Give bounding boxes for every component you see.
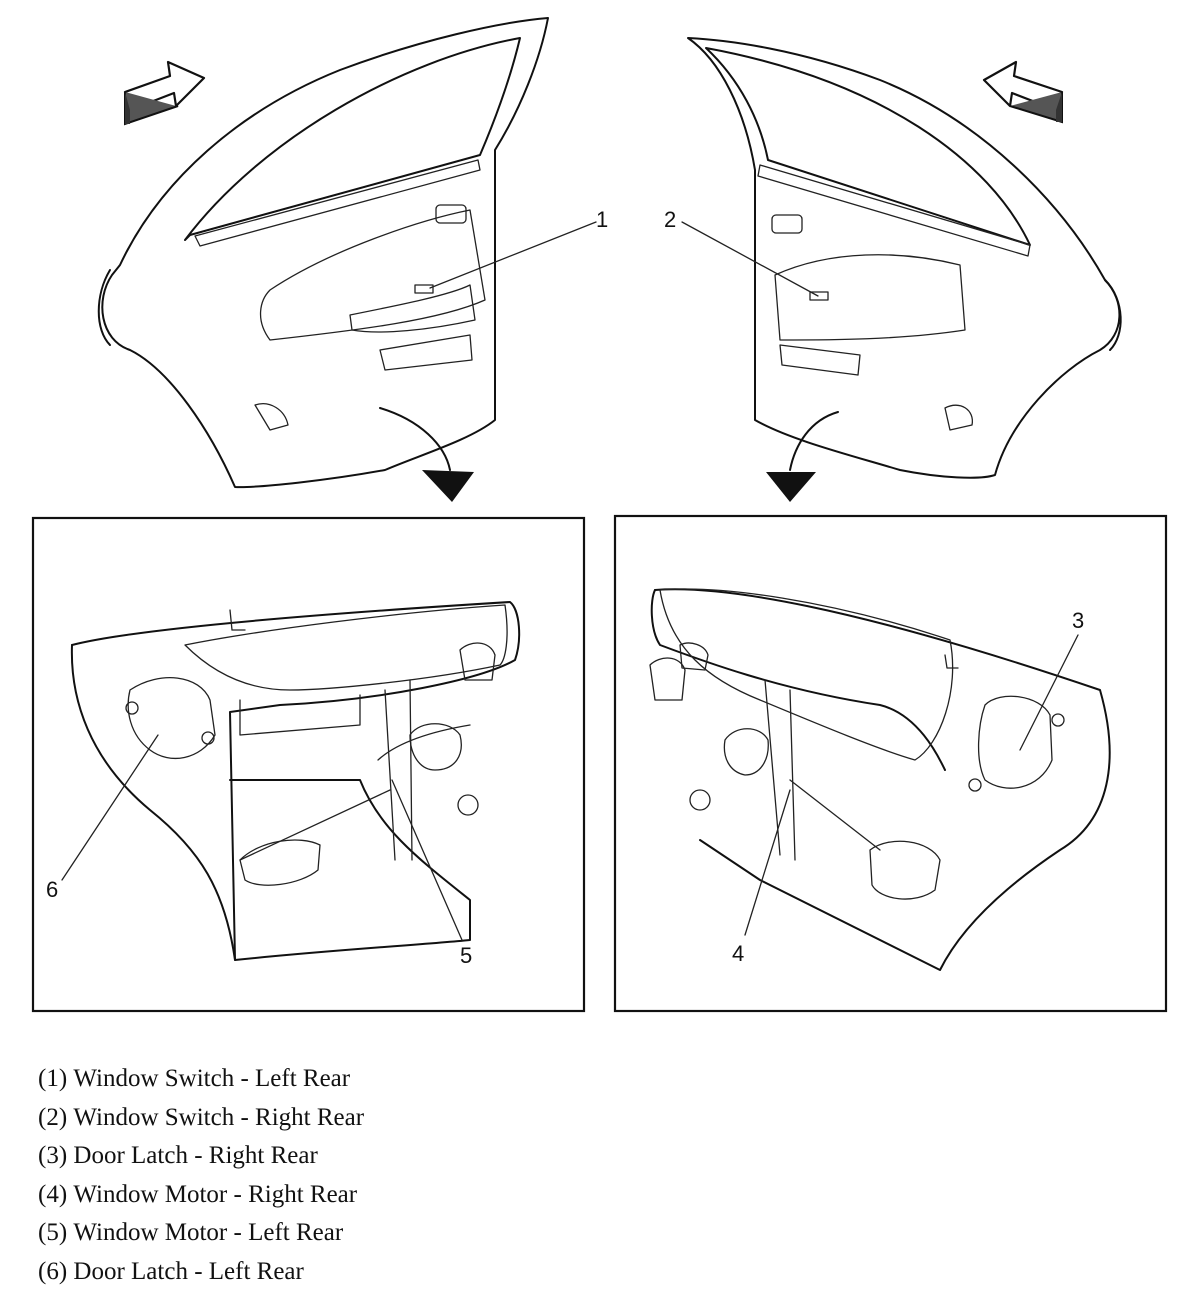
callout-2: 2: [664, 207, 676, 232]
callout-3: 3: [1072, 608, 1084, 633]
callout-1: 1: [596, 207, 608, 232]
legend-item: (6) Door Latch - Left Rear: [38, 1257, 304, 1285]
direction-arrow-left-door: [123, 60, 206, 126]
callout-5: 5: [460, 943, 472, 968]
direction-arrow-right-door: [982, 60, 1064, 124]
callout-6: 6: [46, 877, 58, 902]
legend-item: (3) Door Latch - Right Rear: [38, 1142, 318, 1170]
left-door-inner-panel: [31, 516, 586, 1013]
left-door-inner-view: [70, 601, 521, 961]
legend-list: (1) Window Switch - Left Rear (2) Window…: [38, 1060, 364, 1292]
left-rear-door-trim-view: [97, 17, 549, 489]
curved-arrow-right: [766, 411, 839, 502]
legend-item: (2) Window Switch - Right Rear: [38, 1103, 365, 1131]
legend-item: (5) Window Motor - Left Rear: [38, 1219, 344, 1247]
right-rear-door-trim-view: [687, 37, 1122, 479]
curved-arrow-left: [379, 407, 474, 502]
legend-item: (4) Window Motor - Right Rear: [38, 1180, 358, 1208]
door-components-diagram: 1 2: [31, 17, 1168, 1013]
right-door-inner-panel: [613, 514, 1168, 1013]
legend-item: (1) Window Switch - Left Rear: [38, 1065, 351, 1092]
right-door-inner-view: [649, 588, 1111, 971]
callout-4: 4: [732, 941, 744, 966]
